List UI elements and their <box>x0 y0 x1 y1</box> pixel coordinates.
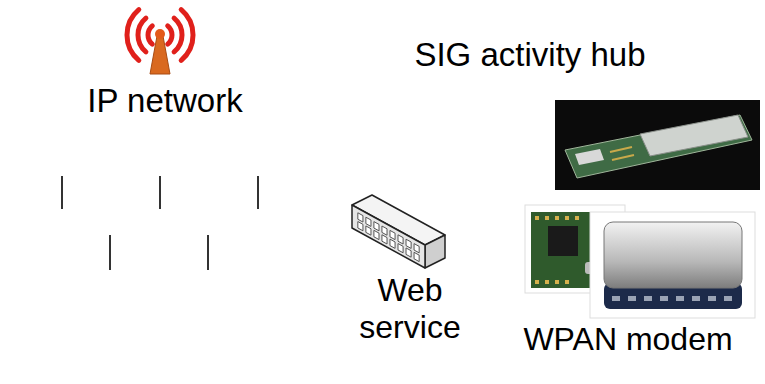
switch-front <box>352 205 425 268</box>
rf-module <box>640 115 748 156</box>
switch-ports <box>358 213 419 262</box>
gold-pins <box>612 155 634 160</box>
switch-port <box>358 222 363 231</box>
pipe-edge <box>0 208 294 210</box>
module-pads <box>612 296 732 301</box>
radio-wave <box>127 10 139 61</box>
tap-line <box>109 235 111 270</box>
device-label: Web service <box>345 272 475 346</box>
solder-pads <box>535 216 579 284</box>
switch-port <box>366 217 371 226</box>
pad <box>628 296 636 301</box>
network-pipe: IP network <box>0 208 300 236</box>
metal-shield <box>604 222 742 288</box>
pad <box>708 296 716 301</box>
pipe-body <box>0 209 294 235</box>
antenna-tip <box>155 29 165 39</box>
switch-top <box>352 195 445 245</box>
switch-port <box>414 252 419 261</box>
switch-port <box>398 244 403 253</box>
radio-wave <box>181 10 193 61</box>
switch-port <box>390 230 395 239</box>
switch-port <box>382 235 387 244</box>
switch-port <box>406 248 411 257</box>
pad <box>555 280 559 284</box>
pad <box>692 296 700 301</box>
tap-line <box>61 176 63 209</box>
switch-icon <box>352 195 445 268</box>
chip <box>548 226 578 256</box>
photo-background <box>555 100 760 190</box>
hub-outline <box>296 97 762 382</box>
gold-pins <box>610 147 632 152</box>
pad <box>555 216 559 220</box>
pad <box>545 216 549 220</box>
tap-line <box>257 176 259 209</box>
device-label: WPAN modem <box>523 321 732 358</box>
switch-port <box>414 244 419 253</box>
shielded-modem-photo <box>590 212 755 318</box>
radio-wave <box>174 18 182 52</box>
network-taps <box>62 176 258 270</box>
switch-port <box>390 239 395 248</box>
radio-wave <box>168 26 172 44</box>
switch-port <box>406 239 411 248</box>
connector <box>575 149 604 165</box>
switch-port <box>374 230 379 239</box>
switch-port <box>366 226 371 235</box>
radio-wave <box>138 18 146 52</box>
node-heading: IP network <box>87 82 242 120</box>
pad <box>565 280 569 284</box>
network-pipe-shape <box>0 208 300 236</box>
pipe-edge <box>0 234 294 236</box>
switch-port <box>374 222 379 231</box>
pad <box>545 280 549 284</box>
pcb-board <box>565 115 752 178</box>
switch-port <box>382 226 387 235</box>
switch-port <box>398 235 403 244</box>
tap-line <box>207 235 209 270</box>
pad <box>535 280 539 284</box>
node-heading: SIG activity hub <box>414 36 645 74</box>
pad <box>660 296 668 301</box>
photo-frame <box>590 212 755 318</box>
switch-side <box>425 235 445 268</box>
pipe-end <box>288 209 300 235</box>
switch-port <box>358 213 363 222</box>
pad <box>724 296 732 301</box>
pad <box>644 296 652 301</box>
tap-line <box>159 176 161 209</box>
pad <box>565 216 569 220</box>
pad <box>676 296 684 301</box>
antenna-mast <box>150 36 170 74</box>
pad <box>575 216 579 220</box>
usb-modem-photo <box>555 100 760 190</box>
pad <box>612 296 620 301</box>
radio-wave <box>148 26 152 44</box>
pad <box>535 216 539 220</box>
antenna-icon <box>127 10 193 74</box>
